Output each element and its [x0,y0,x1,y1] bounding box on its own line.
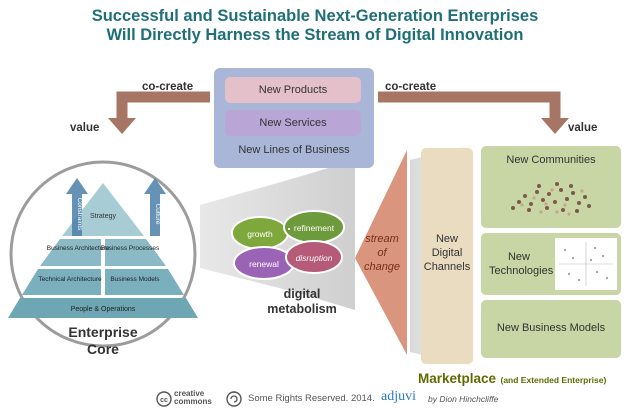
disruption-ellipse [285,240,343,274]
new-communities-box: New Communities [481,146,621,228]
strategy-text: Strategy [90,213,117,220]
channels-line-3: Channels [423,261,471,273]
rights-text: Some Rights Reserved. 2014. [248,393,375,404]
constraints-text: Constraints [76,198,83,232]
stream-line-2: of [377,247,387,259]
value-right-arrowhead [541,118,569,134]
marketplace-title: Marketplace [418,371,497,386]
pyramid-top [62,183,144,236]
refinement-text: refinement [294,223,335,233]
marketplace-caption: Marketplace (and Extended Enterprise) [418,370,606,388]
pyramid-tier-3-left [22,269,101,295]
disruption-text: disruption [296,253,333,263]
channels-line-1: New [435,233,458,245]
stream-line-1: stream [365,233,399,245]
co-create-right-arrow [378,91,561,120]
title-line-1: Successful and Sustainable Next-Generati… [91,7,539,25]
enterprise-core-title: Enterprise Core [8,324,198,358]
value-right-label: value [568,122,598,134]
author-credit: by Dion Hinchcliffe [428,394,499,404]
cc-line-1: creative [174,389,205,398]
title-line-2: Will Directly Harness the Stream of Digi… [106,26,524,44]
enterprise-core: Constraints Culture Strategy Business Ar… [8,136,198,372]
renewal-text: renewal [249,259,279,269]
new-technologies-label: New Technologies [489,250,554,278]
people-operations-text: People & Operations [71,306,136,313]
pyramid-tier-3-right [105,269,184,295]
co-create-right-label: co-create [385,81,437,93]
technical-architecture-text: Technical Architecture [38,276,102,283]
cc-line-2: commons [174,397,212,406]
pyramid-base [8,298,198,318]
new-products-box: New Products [225,77,361,103]
new-digital-channels-box: New Digital Channels [421,148,473,364]
pyramid-tier-2-right [105,239,166,266]
co-create-left-arrow [116,91,210,120]
culture-text: Culture [154,204,161,225]
crowd-image [511,182,591,216]
value-left-arrowhead [108,118,136,134]
stream-line-3: change [363,261,401,273]
channels-label: New Digital Channels [421,232,473,274]
enterprise-core-title-line-1: Enterprise [68,324,138,340]
creative-commons-wordmark: creative commons [174,390,212,406]
page-title: Successful and Sustainable Next-Generati… [0,7,630,45]
business-architecture-text: Business Architecture [47,245,110,252]
enterprise-core-graphic: Constraints Culture Strategy Business Ar… [8,160,198,348]
pyramid-tier-2-left [40,239,101,266]
digital-metabolism-label: digital metabolism [262,287,342,317]
svg-text:cc: cc [160,397,168,404]
footer: cc creative commons Some Rights Reserved… [156,389,516,409]
new-technologies-line-1: New [507,251,530,263]
creative-commons-icon: cc [156,391,172,407]
new-lines-of-business-box: New Products New Services New Lines of B… [214,68,374,168]
digital-metabolism-line-1: digital [283,287,321,301]
new-technologies-box: New Technologies [481,233,621,295]
stream-of-change-shape [355,150,407,355]
new-lines-caption: New Lines of Business [238,144,350,156]
constraints-arrow [66,178,88,236]
channels-line-2: Digital [431,247,463,259]
culture-arrow [144,178,166,236]
adjuvi-logo: adjuvi [381,389,416,404]
digital-metabolism-cluster: growth refinement renewal disruption [231,210,345,280]
value-left-label: value [70,122,100,134]
new-business-models-label: New Business Models [496,322,606,334]
enterprise-core-title-line-2: Core [87,341,119,357]
marketplace-subtitle: (and Extended Enterprise) [500,375,607,385]
business-processes-text: Business Processes [101,245,160,252]
new-technologies-line-2: Technologies [489,265,554,277]
digital-metabolism-line-2: metabolism [267,302,337,316]
co-create-left-label: co-create [142,81,194,93]
technology-chart-thumbnail [555,238,617,290]
new-services-box: New Services [225,110,361,136]
new-communities-label: New Communities [506,154,596,166]
growth-text: growth [247,229,273,239]
some-rights-icon [226,391,242,407]
new-business-models-box: New Business Models [481,300,621,358]
business-models-text: Business Models [110,276,160,283]
stream-of-change-label: stream of change [358,232,406,274]
